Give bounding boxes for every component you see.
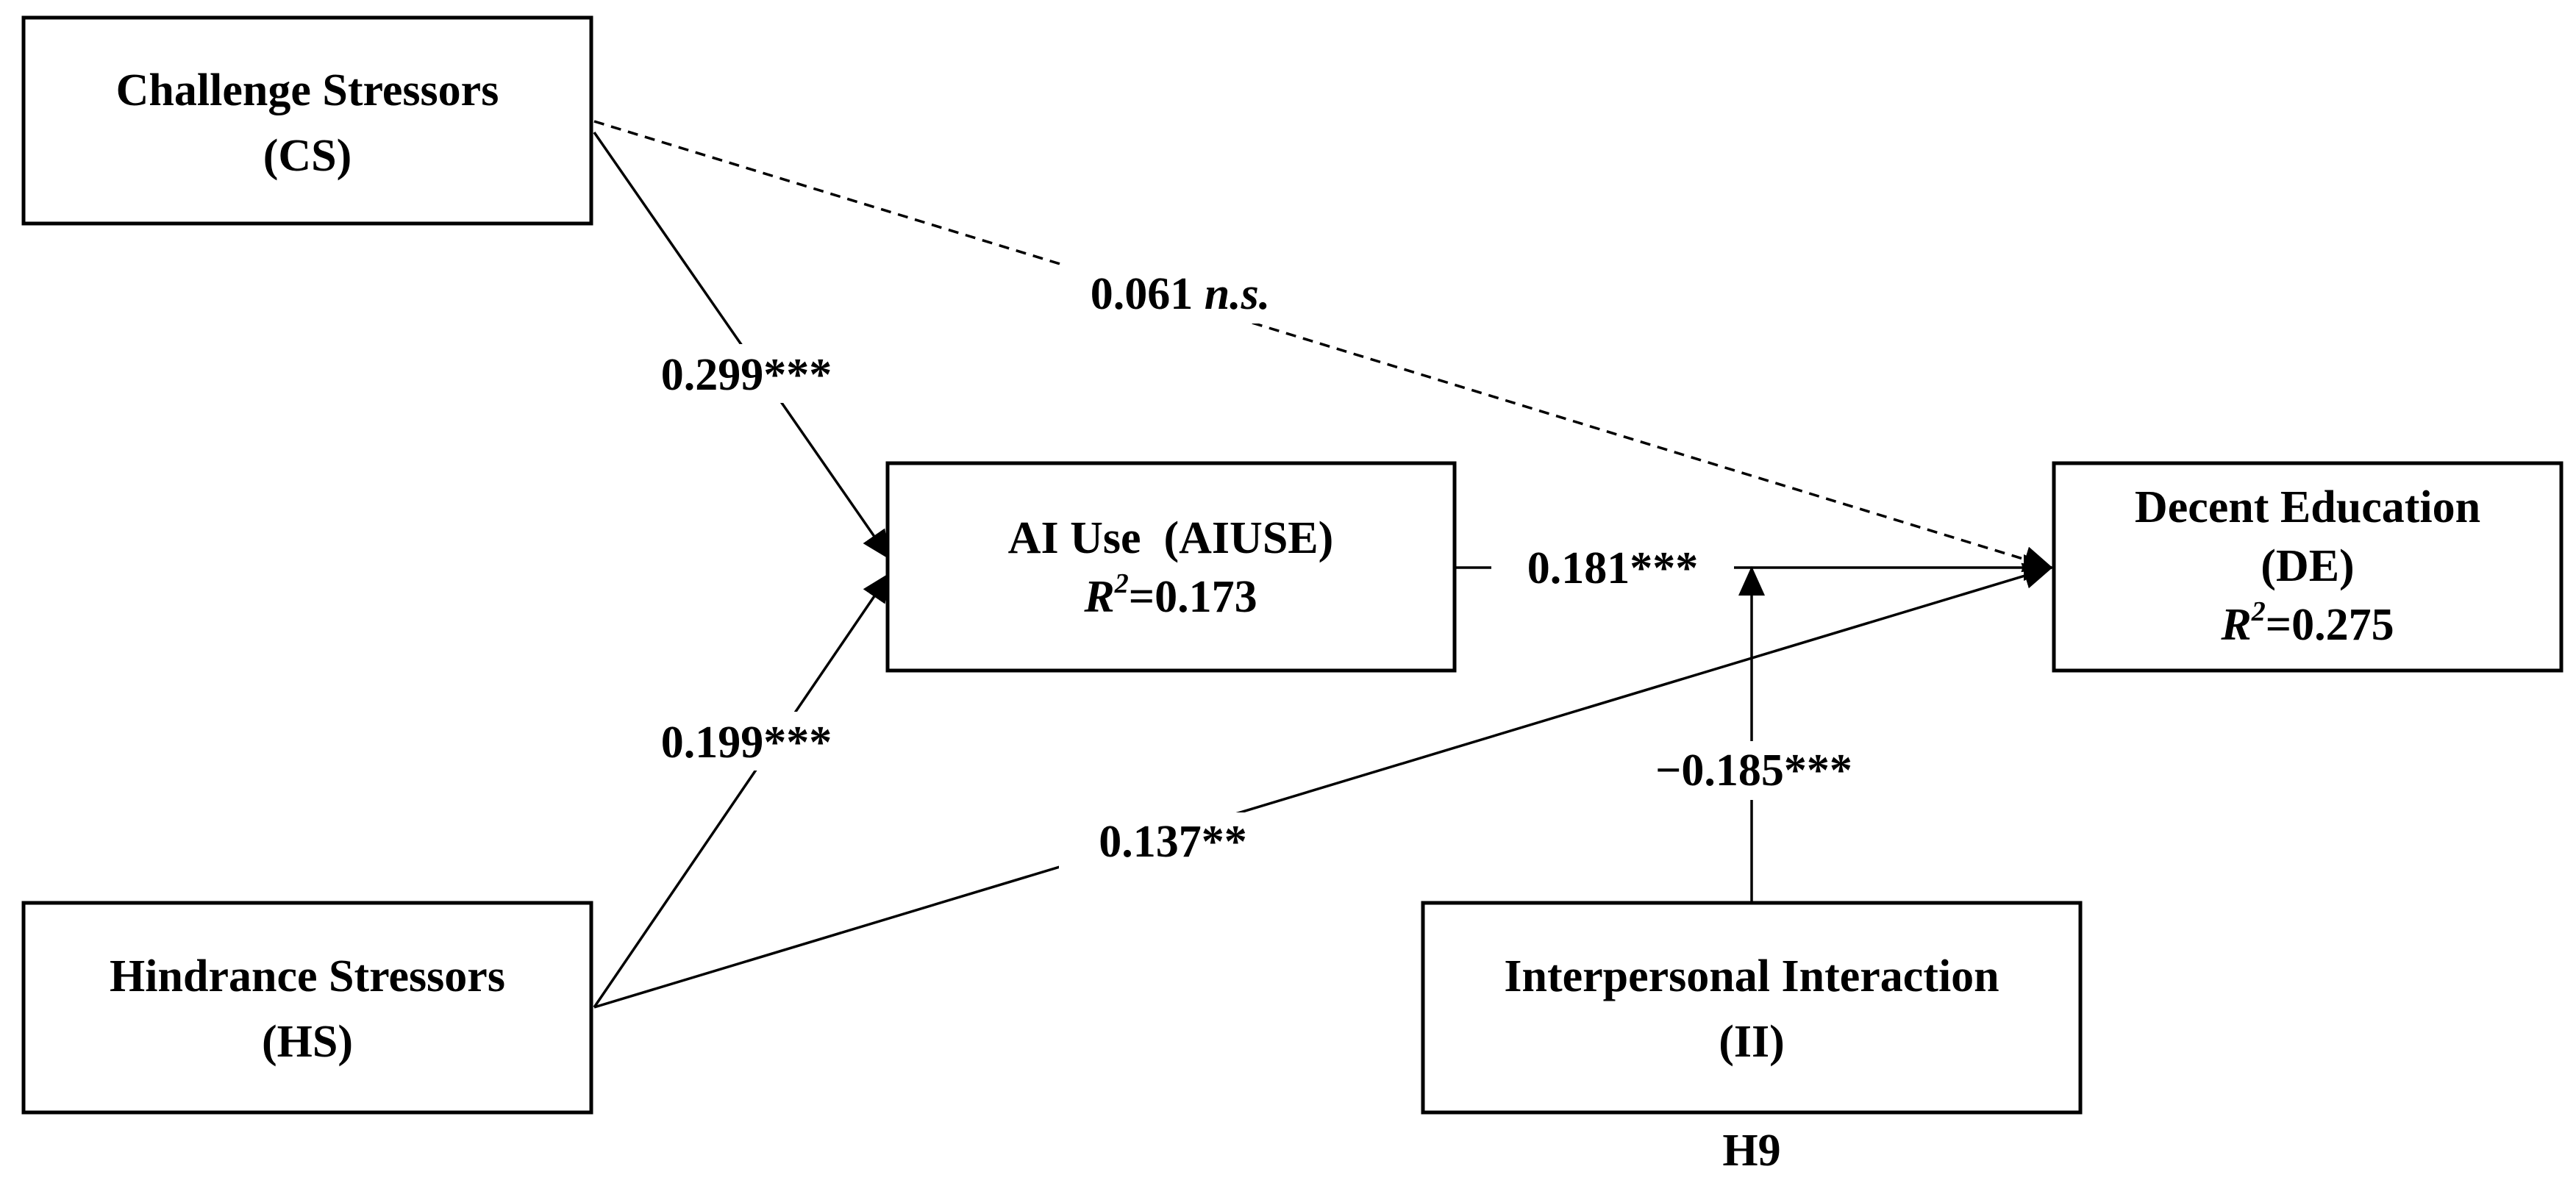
svg-text:(CS): (CS): [263, 131, 352, 181]
edge-label-hs-de: 0.137**: [1059, 812, 1287, 871]
node-interpersonal-interaction: Interpersonal Interaction (II): [1421, 901, 2083, 1115]
de-r2-value: =0.275: [2266, 600, 2394, 650]
svg-text:0.199***: 0.199***: [661, 718, 832, 768]
edge-label-hs-aiuse: 0.199***: [647, 712, 860, 771]
svg-text:R2=0.173: R2=0.173: [1083, 568, 1257, 622]
hypothesis-label: H9: [1722, 1126, 1780, 1176]
node-decent-education: Decent Education (DE) R2=0.275: [2052, 461, 2563, 673]
svg-text:(HS): (HS): [262, 1017, 353, 1067]
svg-text:Interpersonal Interaction: Interpersonal Interaction: [1504, 951, 1999, 1001]
edge-hs-to-aiuse: [593, 572, 891, 1008]
svg-text:0.137**: 0.137**: [1099, 817, 1247, 867]
svg-text:Hindrance Stressors: Hindrance Stressors: [110, 951, 505, 1001]
edge-label-cs-de: 0.061 n.s.: [1059, 265, 1302, 324]
aiuse-r2-superscript: 2: [1114, 568, 1129, 599]
aiuse-r2-symbol: R: [1083, 572, 1114, 622]
svg-text:(DE): (DE): [2261, 541, 2354, 591]
node-ai-use: AI Use (AIUSE) R2=0.173: [885, 461, 1457, 673]
svg-text:Decent Education: Decent Education: [2135, 482, 2480, 532]
svg-text:0.299***: 0.299***: [661, 350, 832, 400]
node-challenge-stressors: Challenge Stressors (CS): [21, 15, 593, 226]
edge-label-aiuse-de: 0.181***: [1491, 538, 1734, 597]
svg-text:0.061 n.s.: 0.061 n.s.: [1091, 269, 1271, 319]
edge-hs-to-de: [593, 562, 2053, 1009]
svg-text:R2=0.275: R2=0.275: [2220, 596, 2394, 650]
svg-text:Challenge Stressors: Challenge Stressors: [116, 65, 499, 115]
edge-label-cs-de-value: 0.061: [1091, 269, 1205, 319]
edge-label-cs-de-ns: n.s.: [1205, 269, 1271, 319]
svg-text:−0.185***: −0.185***: [1655, 746, 1852, 796]
svg-text:(II): (II): [1719, 1017, 1785, 1067]
edge-cs-to-de: [593, 120, 2053, 573]
de-r2-symbol: R: [2220, 600, 2251, 650]
node-hindrance-stressors: Hindrance Stressors (HS): [21, 901, 593, 1115]
svg-text:0.181***: 0.181***: [1527, 543, 1699, 593]
de-r2-superscript: 2: [2251, 596, 2266, 627]
edge-label-cs-aiuse: 0.299***: [647, 344, 860, 403]
svg-text:AI Use (AIUSE): AI Use (AIUSE): [1008, 513, 1334, 563]
aiuse-r2-value: =0.173: [1129, 572, 1257, 622]
edge-label-ii-moderation: −0.185***: [1633, 741, 1875, 800]
